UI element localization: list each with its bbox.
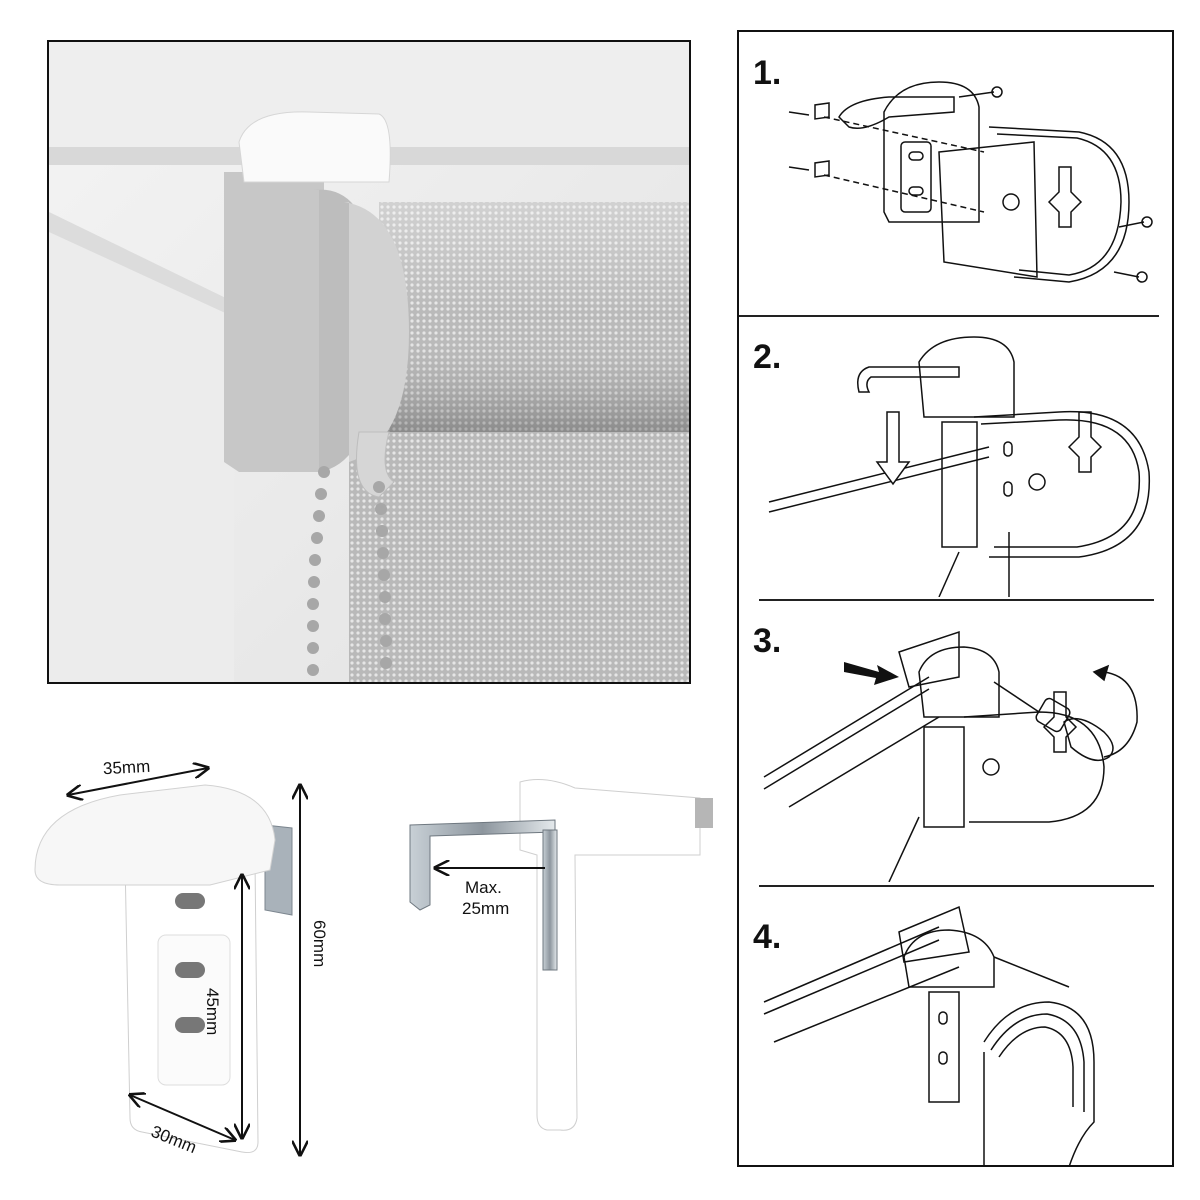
- step-3-number: 3.: [753, 622, 782, 660]
- bracket-side-icon: [409, 779, 713, 1131]
- step-2-hang-bracket-icon: [768, 336, 1151, 597]
- installation-steps-panel: 1. 2. 3. 4.: [737, 30, 1174, 1167]
- step-divider: [759, 885, 1154, 887]
- slot-height-label: 45mm: [203, 988, 222, 1036]
- step-4-installed-blind-icon: [763, 905, 1095, 1167]
- bracket-front-icon: [34, 750, 350, 1160]
- total-height-label: 60mm: [310, 920, 329, 968]
- step-1-number: 1.: [753, 54, 782, 92]
- max-depth-label: 25mm: [462, 899, 510, 918]
- step-2-number: 2.: [753, 338, 782, 376]
- step-divider: [739, 315, 1159, 317]
- product-photo: [47, 40, 691, 684]
- step-1-exploded-bracket-icon: [788, 81, 1153, 283]
- step-divider: [759, 599, 1154, 601]
- step-3-tighten-screw-icon: [763, 630, 1138, 882]
- bracket-side-drawing: [395, 770, 735, 1150]
- roller-blind-photo: [49, 42, 689, 682]
- max-label: Max.: [465, 878, 502, 897]
- top-width-label: 35mm: [102, 756, 151, 779]
- step-4-number: 4.: [753, 918, 782, 956]
- bracket-dimension-drawing: [30, 750, 350, 1160]
